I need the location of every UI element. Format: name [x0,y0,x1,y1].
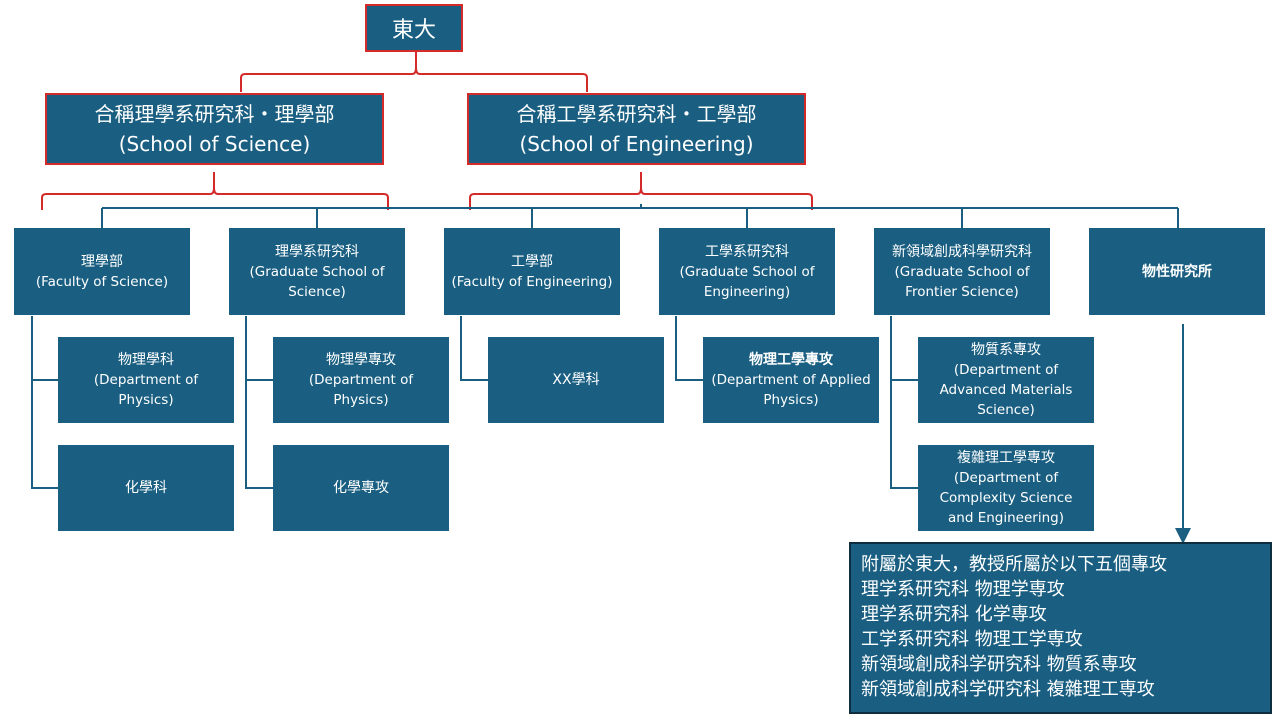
materials-en1: (Department of [953,362,1059,378]
note-line: 附屬於東大，教授所屬於以下五個專攻 [861,554,1167,575]
grad-science-en1: (Graduate School of [249,263,385,280]
grad-science-en2: Science) [288,283,346,300]
major-physics-zh: 物理學專攻 [326,352,396,368]
dept-connectors [31,316,918,489]
materials-zh: 物質系專攻 [971,342,1041,358]
complexity-en1: (Department of [953,470,1059,486]
grad-science-zh: 理學系研究科 [275,243,359,260]
issp-zh: 物性研究所 [1142,263,1212,280]
dept-physics-en1: (Department of [93,372,199,388]
applied-physics-zh: 物理工學專攻 [749,352,833,368]
frontier-en2: Frontier Science) [905,283,1019,300]
engineering-bracket [469,172,813,210]
complexity-en2: Complexity Science [939,490,1073,506]
major-complexity-science: 複雜理工學專攻 (Department of Complexity Scienc… [918,445,1094,531]
issp: 物性研究所 [1089,228,1265,315]
school-engineering-en: (School of Engineering) [519,132,754,156]
graduate-school-of-engineering: 工學系研究科 (Graduate School of Engineering) [659,228,835,315]
grad-engineering-en1: (Graduate School of [679,263,815,280]
note-line: 理学系研究科 物理学専攻 [861,579,1065,600]
major-physics-en1: (Department of [308,372,414,388]
science-bracket [41,172,389,210]
graduate-school-of-science: 理學系研究科 (Graduate School of Science) [229,228,405,315]
dept-physics: 物理學科 (Department of Physics) [58,337,234,423]
faculty-of-engineering: 工學部 (Faculty of Engineering) [444,228,620,315]
graduate-school-of-frontier-science: 新領域創成科學研究科 (Graduate School of Frontier … [874,228,1050,315]
faculty-of-science: 理學部 (Faculty of Science) [14,228,190,315]
frontier-en1: (Graduate School of [894,263,1030,280]
major-applied-physics: 物理工學專攻 (Department of Applied Physics) [703,337,879,423]
note-line: 工学系研究科 物理工学専攻 [861,629,1083,650]
school-of-engineering: 合稱工學系研究科・工學部 (School of Engineering) [467,93,806,165]
complexity-en3: and Engineering) [948,510,1064,526]
major-physics-en2: Physics) [333,392,389,408]
note-line: 新領域創成科学研究科 物質系専攻 [861,654,1137,675]
root-bracket [240,52,588,92]
major-physics: 物理學專攻 (Department of Physics) [273,337,449,423]
note-line: 理学系研究科 化学専攻 [861,604,1047,625]
note-line: 新領域創成科学研究科 複雜理工専攻 [861,679,1155,700]
dept-xx-zh: XX學科 [552,372,600,388]
dept-chem-zh: 化學科 [125,480,167,496]
school-science-zh: 合稱理學系研究科・理學部 [94,102,335,126]
grad-engineering-en2: Engineering) [703,283,791,300]
major-chemistry: 化學專攻 [273,445,449,531]
applied-physics-en2: Physics) [763,392,819,408]
grad-engineering-zh: 工學系研究科 [705,243,789,260]
dept-physics-en2: Physics) [118,392,174,408]
dept-physics-zh: 物理學科 [118,352,174,368]
faculty-science-en: (Faculty of Science) [35,273,169,290]
materials-en3: Science) [977,402,1035,418]
affiliation-note: 附屬於東大，教授所屬於以下五個專攻 理学系研究科 物理学専攻 理学系研究科 化学… [849,542,1272,714]
school-of-science: 合稱理學系研究科・理學部 (School of Science) [45,93,384,165]
dept-xx: XX學科 [488,337,664,423]
unit-connector [101,204,1179,228]
faculty-science-zh: 理學部 [81,253,123,270]
major-advanced-materials: 物質系專攻 (Department of Advanced Materials … [918,337,1094,423]
school-engineering-zh: 合稱工學系研究科・工學部 [516,102,757,126]
complexity-zh: 複雜理工學專攻 [957,450,1055,466]
frontier-zh: 新領域創成科學研究科 [892,243,1032,260]
applied-physics-en1: (Department of Applied [711,372,871,388]
dept-chemistry: 化學科 [58,445,234,531]
root-node: 東大 [365,4,463,52]
root-label: 東大 [391,18,436,43]
faculty-engineering-zh: 工學部 [511,253,553,270]
school-science-en: (School of Science) [118,132,311,156]
materials-en2: Advanced Materials [939,382,1073,398]
major-chem-zh: 化學專攻 [333,480,389,496]
faculty-engineering-en: (Faculty of Engineering) [451,273,613,290]
